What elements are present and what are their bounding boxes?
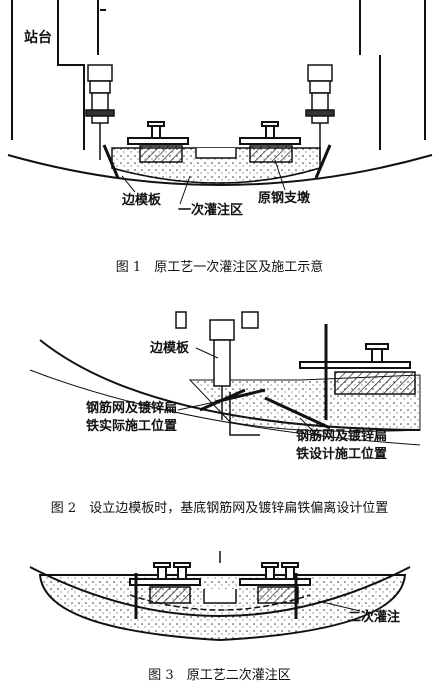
rail-3-right: [239, 562, 311, 586]
label-first-pour: 一次灌注区: [178, 202, 243, 218]
steel-support-2: [334, 371, 416, 395]
rail-right: [239, 121, 301, 145]
steel-support-left: [139, 145, 183, 163]
label-side-form-2: 边模板: [149, 340, 190, 356]
steel-support-right: [249, 145, 293, 163]
figure-3-caption: 图 3 原工艺二次灌注区: [148, 668, 291, 683]
figure-2-drawing: 边模板 钢筋网及镀锌扁 铁实际施工位置 钢筋网及镀锌扁 铁设计施工位置: [29, 311, 421, 462]
center-drain-3: [203, 589, 237, 604]
figure-1: 站台 边模板 一次灌注区 原钢支墩: [0, 0, 439, 250]
label-actual-line2: 铁实际施工位置: [85, 418, 177, 434]
leader-line-3: [317, 600, 361, 612]
tunnel-invert: [7, 154, 433, 186]
label-platform: 站台: [24, 29, 52, 46]
jack-left: [85, 64, 115, 160]
rebar-design-2: [264, 396, 331, 430]
figure-1-caption: 图 1 原工艺一次灌注区及施工示意: [115, 260, 324, 275]
platform-wall-right: [359, 0, 426, 150]
figure-1-drawing: 站台 边模板 一次灌注区 原钢支墩: [7, 0, 433, 218]
rail-3-left: [129, 562, 201, 586]
platform-wall-left: [11, 0, 106, 150]
rebar-actual-2: [214, 388, 266, 404]
second-pour-concrete: [38, 574, 407, 642]
side-form-left: [102, 144, 120, 179]
leader-lines-2: [177, 347, 321, 439]
label-design-line1: 钢筋网及镀锌扁: [296, 428, 387, 444]
center-drain: [195, 148, 237, 159]
top-clamp-2: [175, 311, 259, 420]
leader-lines-1: [121, 159, 286, 205]
label-side-form: 边模板: [121, 192, 162, 208]
side-form-right: [314, 144, 332, 179]
rail-left: [127, 121, 189, 145]
figure-2-caption: 图 2 设立边模板时，基底钢筋网及镀锌扁铁偏离设计位置: [50, 501, 389, 516]
label-actual-line1: 钢筋网及镀锌扁: [86, 400, 177, 416]
label-design-line2: 铁设计施工位置: [295, 446, 387, 462]
figure-3-drawing: 二次灌注: [29, 551, 411, 642]
label-second-pour: 二次灌注: [348, 609, 400, 625]
steel-support-3-left: [149, 586, 191, 604]
steel-support-3-right: [257, 586, 299, 604]
figure-2: 边模板 钢筋网及镀锌扁 铁实际施工位置 钢筋网及镀锌扁 铁设计施工位置: [0, 310, 439, 485]
figure-3: 二次灌注: [0, 545, 439, 655]
label-steel-support: 原钢支墩: [258, 190, 311, 206]
tunnel-invert-3: [29, 566, 411, 617]
jack-right: [305, 64, 335, 160]
rail-2: [299, 343, 411, 369]
